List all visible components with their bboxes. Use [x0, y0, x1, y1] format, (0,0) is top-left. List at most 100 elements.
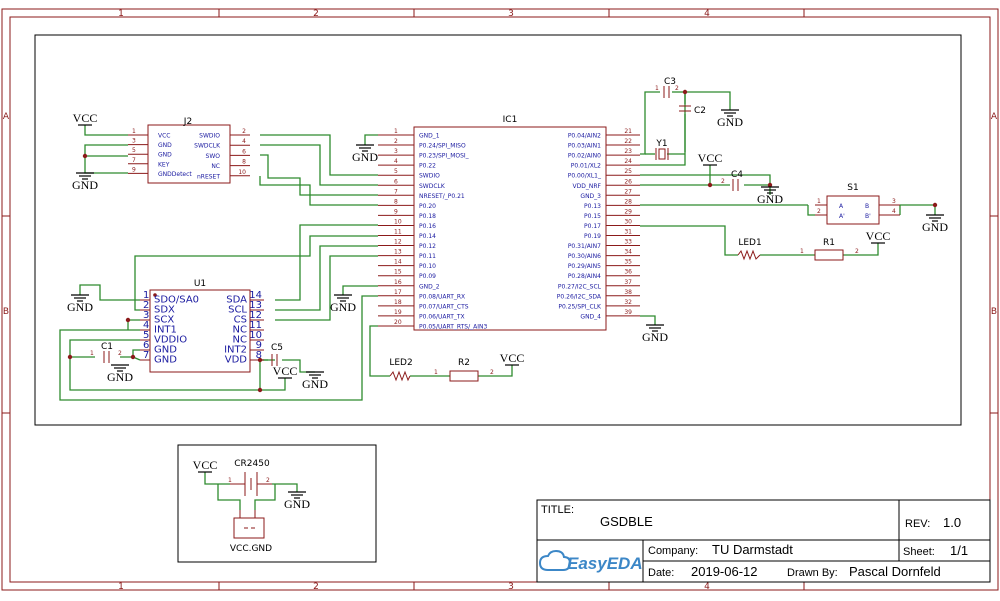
ic1-pin-label: P0.08/UART_RX — [419, 293, 465, 300]
u1-pin-6: 6 GND — [140, 340, 177, 356]
ic1-pin-num: 28 — [624, 198, 632, 205]
ic1-pin-num: 7 — [394, 188, 398, 195]
r2-resistor[interactable]: R2 1 2 — [434, 358, 494, 382]
u1-pin-label: CS — [234, 315, 247, 326]
ic1-pin-num: 36 — [624, 269, 632, 276]
ic1-pin-label: P0.25/SPI_CLK — [558, 303, 602, 310]
gnd-label: GND — [922, 220, 948, 234]
c3-capacitor[interactable]: C3 1 2 — [655, 77, 679, 98]
gnd-ic1-pin16: GND — [330, 294, 356, 314]
y1-designator: Y1 — [655, 139, 667, 149]
ic1-pin-num: 22 — [624, 138, 632, 145]
drawn-by-label: Drawn By: — [787, 567, 838, 579]
c2-capacitor[interactable]: C2 — [679, 105, 706, 116]
ic1-pin-label: P0.14 — [419, 233, 436, 240]
ic1-pin-label: P0.16 — [419, 223, 436, 230]
ic1-pin-num: 9 — [394, 208, 398, 215]
ic1-pin-num: 23 — [624, 148, 632, 155]
u1-pin-num: 5 — [143, 330, 149, 341]
ic1-pin-num: 10 — [394, 218, 402, 225]
vcc-battery: VCC — [193, 458, 217, 473]
battery-area — [177, 444, 377, 563]
c5-capacitor[interactable]: C5 — [271, 343, 283, 366]
ic1-pin-label: P0.15 — [584, 213, 601, 220]
ic1-pin-num: 27 — [624, 188, 632, 195]
j2-pin-num: 10 — [238, 169, 246, 176]
u1-pin-label: INT2 — [224, 345, 247, 356]
r2-pin-1: 1 — [434, 369, 438, 376]
u1-pin-label: GND — [154, 345, 177, 356]
gnd-battery: GND — [284, 491, 310, 511]
gnd-label: GND — [302, 377, 328, 391]
ic1-pin-label: P0.00/XL1_ — [568, 173, 602, 180]
r1-resistor[interactable]: R1 1 2 — [800, 238, 859, 261]
u1-pin-num: 11 — [249, 320, 262, 331]
ic1-pin-num: 25 — [624, 168, 632, 175]
led1[interactable]: LED1 — [737, 238, 762, 261]
j2-pin-label: NC — [211, 163, 220, 170]
c1-capacitor[interactable]: C1 1 2 — [90, 342, 122, 363]
led2[interactable]: LED2 — [389, 358, 413, 382]
j2-pin-num: 8 — [242, 159, 246, 166]
ic1-pin-num: 26 — [624, 178, 632, 185]
gnd-label: GND — [67, 300, 93, 314]
led1-designator: LED1 — [738, 238, 761, 248]
c3-pin-1: 1 — [655, 85, 659, 92]
battery-cr2450[interactable]: CR2450 1 2 — [228, 459, 272, 496]
ic1-pin-label: P0.10 — [419, 263, 436, 270]
ic1-pin-num: 12 — [394, 239, 402, 246]
easyeda-logo: EasyEDA — [538, 549, 643, 573]
u1-pin-label: SDX — [154, 305, 175, 316]
zone-row-b-left: B — [3, 307, 9, 317]
s1-designator: S1 — [847, 183, 858, 193]
y1-crystal[interactable]: Y1 — [655, 139, 669, 160]
u1-pin-label: INT1 — [154, 325, 177, 336]
c4-designator: C4 — [731, 170, 743, 180]
gnd-label: GND — [352, 150, 378, 164]
c4-capacitor[interactable]: C4 2 — [721, 170, 743, 191]
zone-row-a-left: A — [3, 112, 10, 122]
zone-col-1-top: 1 — [118, 9, 124, 19]
u1-pin-num: 6 — [143, 340, 149, 351]
c1-pin-1: 1 — [90, 350, 94, 357]
ic1-pin-num: 4 — [394, 158, 398, 165]
ic1-pin-num: 38 — [624, 289, 632, 296]
s1-switch[interactable]: S1 1 2 3 4 A A' B B' — [815, 183, 900, 225]
j2-pin-num: 2 — [242, 128, 246, 135]
ic1-chip[interactable]: IC1 1GND_12P0.24/SPI_MISO3P0.23/SPI_MOSI… — [378, 115, 640, 331]
u1-pin-num: 12 — [249, 310, 262, 321]
s1-pin-1-num: 1 — [817, 198, 821, 205]
led2-designator: LED2 — [389, 358, 412, 368]
r2-pin-2: 2 — [490, 369, 494, 376]
ic1-pin-label: P0.24/SPI_MISO — [419, 143, 466, 150]
ic1-pin-num: 31 — [624, 229, 632, 236]
ic1-pin-8: 8P0.20 — [378, 198, 436, 210]
ic1-pin-3: 3P0.23/SPI_MOSI_ — [378, 148, 470, 160]
gnd-label: GND — [642, 330, 668, 344]
ic1-pin-label: SWDIO — [419, 173, 440, 180]
ic1-pin-2: 2P0.24/SPI_MISO — [378, 138, 466, 150]
vcc-gnd-connector[interactable]: VCC.GND — [230, 510, 272, 554]
